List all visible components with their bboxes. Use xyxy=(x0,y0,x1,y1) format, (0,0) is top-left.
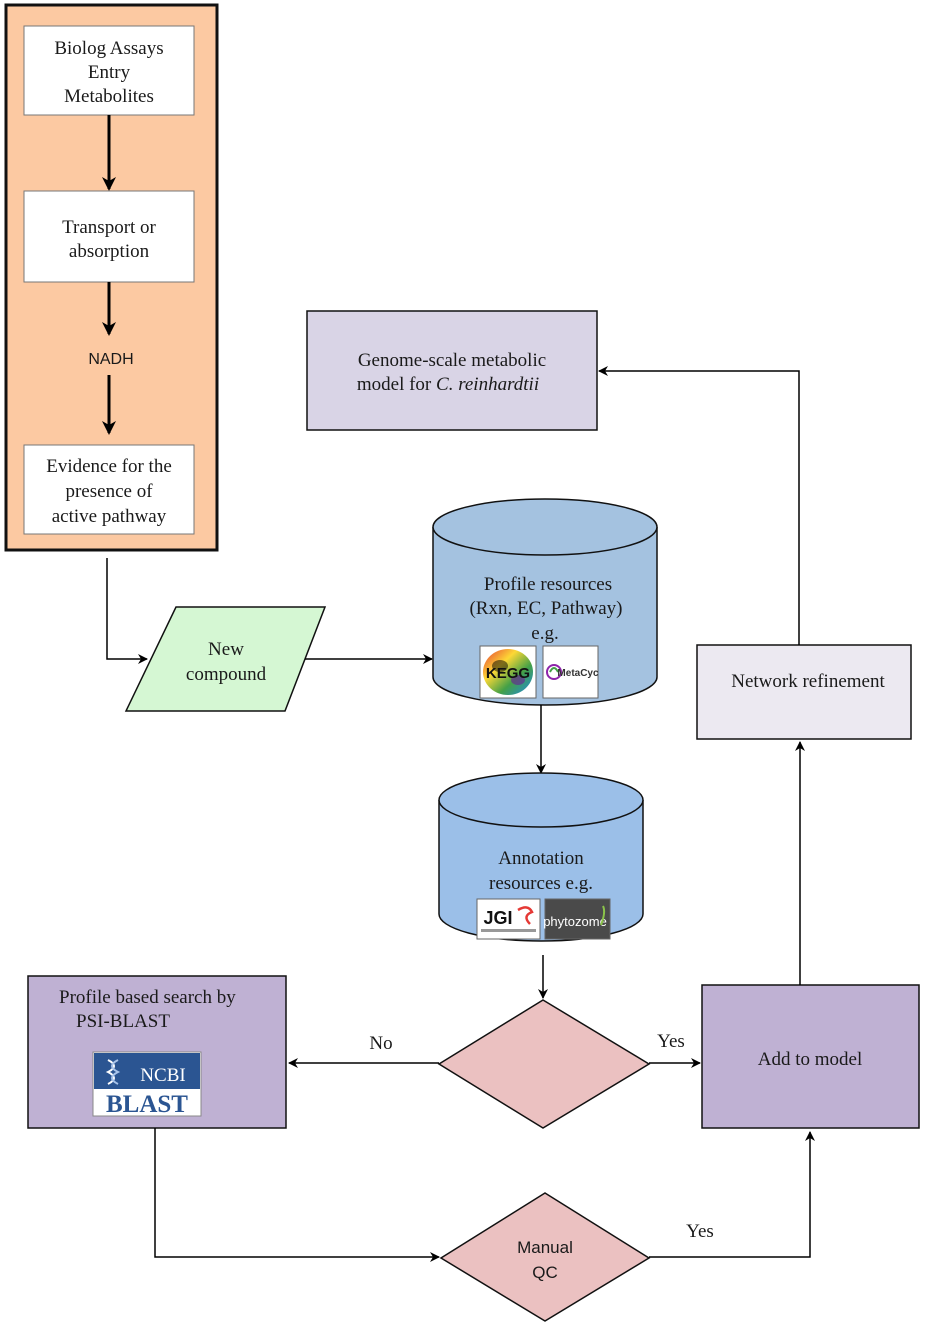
evidence-line3: active pathway xyxy=(52,506,167,527)
decision-diamond xyxy=(437,999,651,1129)
manual-qc-diamond: Manual QC xyxy=(439,1192,651,1322)
profile-resources-line1: Profile resources xyxy=(484,574,612,595)
genome-model-line2: model for C. reinhardtii xyxy=(357,374,539,395)
blast-logo-text: BLAST xyxy=(106,1091,188,1118)
phytozome-logo-text: phytozome xyxy=(543,914,607,929)
add-to-model-box: Add to model xyxy=(701,984,920,1129)
yes-label-2: Yes xyxy=(686,1221,714,1242)
nadh-label: NADH xyxy=(88,351,133,368)
no-label: No xyxy=(369,1033,392,1054)
annotation-resources-line2: resources e.g. xyxy=(489,873,593,894)
profile-resources-line3: e.g. xyxy=(531,623,558,644)
new-compound-line2: compound xyxy=(186,664,267,685)
genome-model-line1: Genome-scale metabolic xyxy=(358,350,546,371)
annotation-resources-cylinder: Annotation resources e.g. xyxy=(438,772,644,942)
network-refinement-label: Network refinement xyxy=(731,671,885,692)
transport-line1: Transport or xyxy=(62,217,156,238)
genome-model-organism: C. reinhardtii xyxy=(436,374,539,395)
genome-model-box: Genome-scale metabolic model for C. rein… xyxy=(306,310,598,431)
arrow-panel-to-new-compound xyxy=(106,558,148,664)
arrow-manual-qc-to-add xyxy=(649,1131,815,1258)
psi-blast-line2: PSI-BLAST xyxy=(76,1011,170,1032)
jgi-logo: JGI xyxy=(476,898,541,940)
evidence-box: Evidence for the presence of active path… xyxy=(23,444,195,535)
profile-resources-line2: (Rxn, EC, Pathway) xyxy=(469,598,622,619)
yes-label-1: Yes xyxy=(657,1031,685,1052)
evidence-line1: Evidence for the xyxy=(46,456,172,477)
biolog-assays-line2: Entry xyxy=(88,62,131,83)
manual-qc-line1: Manual xyxy=(517,1238,573,1257)
ncbi-logo-text: NCBI xyxy=(140,1065,185,1086)
biolog-assays-line1: Biolog Assays xyxy=(54,38,163,59)
evidence-line2: presence of xyxy=(65,481,153,502)
arrow-psi-blast-to-manual-qc xyxy=(154,1128,440,1262)
kegg-logo: KEGG xyxy=(479,645,537,699)
ncbi-blast-logo: NCBI BLAST xyxy=(92,1051,202,1118)
psi-blast-line1: Profile based search by xyxy=(59,987,236,1008)
biolog-assays-box: Biolog Assays Entry Metabolites xyxy=(23,25,195,116)
kegg-logo-text: KEGG xyxy=(486,665,530,682)
transport-line2: absorption xyxy=(69,241,150,262)
metacyc-logo: MetaCyc xyxy=(542,645,599,699)
annotation-resources-line1: Annotation xyxy=(498,848,584,869)
biolog-assays-line3: Metabolites xyxy=(64,86,154,107)
new-compound-line1: New xyxy=(208,639,244,660)
network-refinement-box: Network refinement xyxy=(696,644,912,740)
new-compound-parallelogram: New compound xyxy=(124,606,327,712)
transport-box: Transport or absorption xyxy=(23,190,195,283)
jgi-logo-text: JGI xyxy=(483,908,512,928)
add-to-model-label: Add to model xyxy=(758,1049,863,1070)
arrow-refinement-to-model xyxy=(598,366,800,645)
manual-qc-line2: QC xyxy=(532,1263,558,1282)
metacyc-logo-text: MetaCyc xyxy=(557,668,599,679)
genome-model-line2-prefix: model for xyxy=(357,374,436,395)
phytozome-logo: phytozome xyxy=(543,898,611,940)
